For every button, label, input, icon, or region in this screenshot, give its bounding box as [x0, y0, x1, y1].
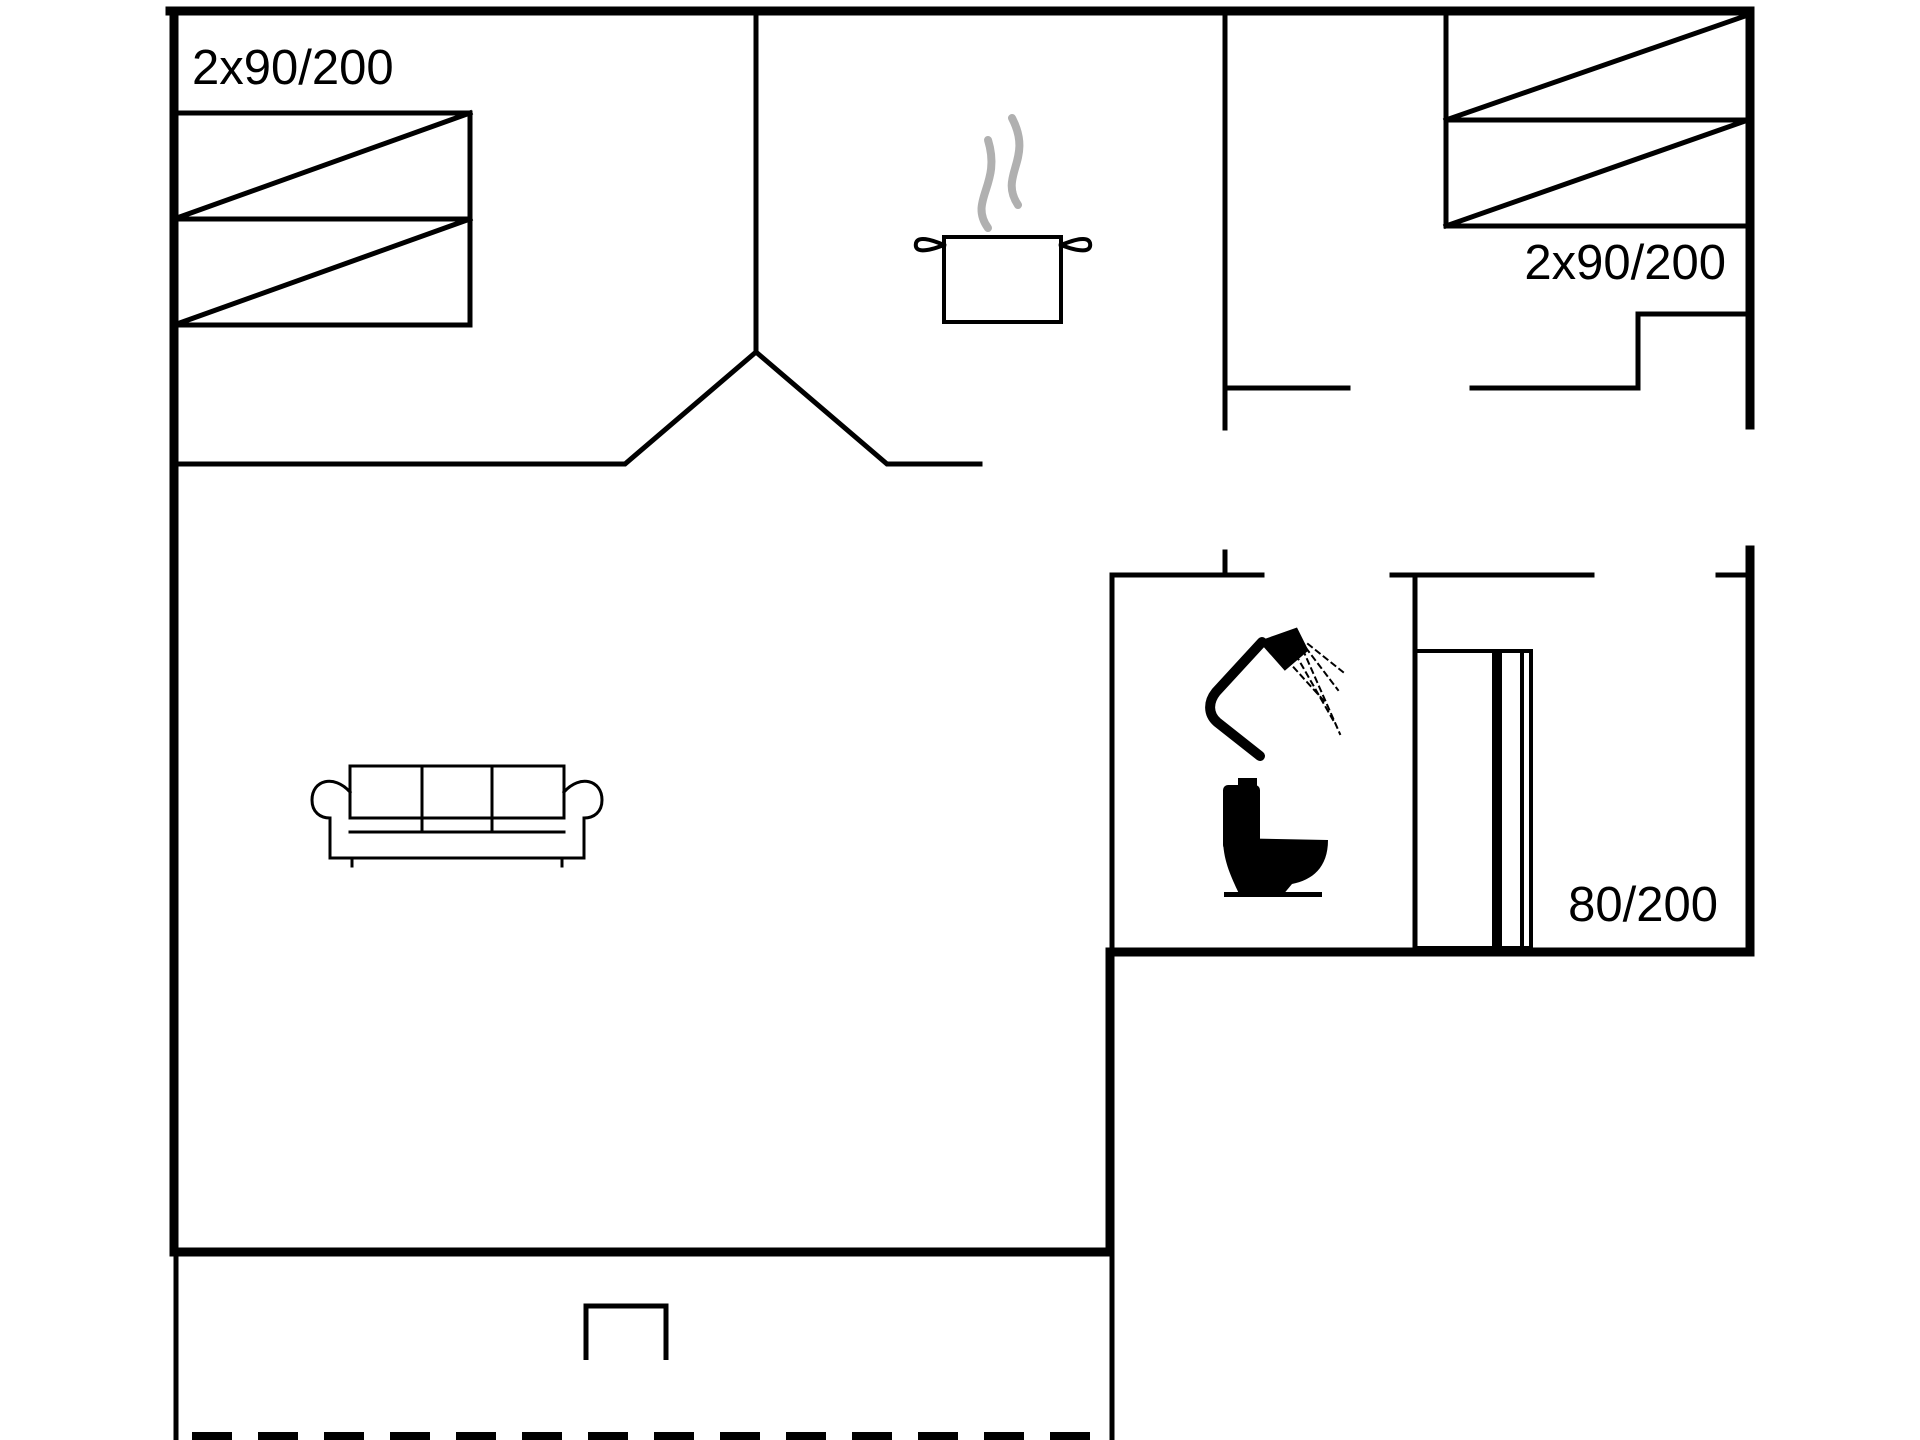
terrace	[173, 1253, 1115, 1440]
toilet-icon	[1223, 778, 1328, 897]
bed-icon	[1442, 11, 1752, 230]
sofa-icon	[310, 764, 604, 868]
shower-icon	[1205, 627, 1345, 761]
small-bedroom-bed-label: 80/200	[1568, 878, 1718, 932]
outer-walls	[165, 6, 1755, 1257]
interior-walls	[175, 8, 1753, 955]
bedroom-right-bed-label: 2x90/200	[1524, 236, 1726, 290]
bed-icon	[170, 109, 474, 329]
cooking-pot-icon	[913, 114, 1093, 324]
stairs-icon	[583, 1303, 669, 1360]
bedroom-left-bed-label: 2x90/200	[192, 41, 394, 95]
wardrobe	[1413, 649, 1533, 950]
